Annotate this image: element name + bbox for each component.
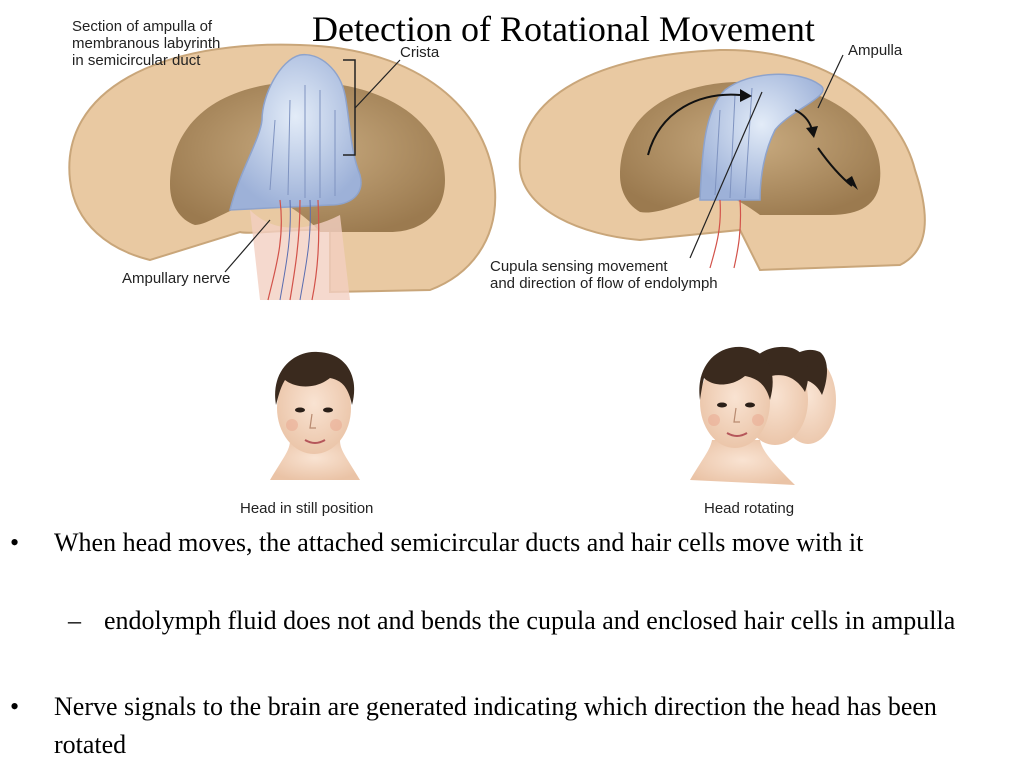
bullet-text: Nerve signals to the brain are generated… [54,692,937,759]
label-section-of-ampulla: Section of ampulla of membranous labyrin… [72,18,221,69]
label-head-rotating: Head rotating [704,500,795,517]
bullet-marker: • [10,528,20,557]
head-still-illustration [270,351,360,480]
bullet-text: When head moves, the attached semicircul… [54,528,864,557]
label-cupula: Cupula sensing movement and direction of… [490,258,718,292]
slide-title: Detection of Rotational Movement [312,9,815,49]
bullet-marker: • [10,692,20,721]
label-ampullary-nerve: Ampullary nerve [122,270,231,287]
right-ampulla [518,48,926,272]
head-rotating-illustration [690,346,836,485]
sub-bullet-text: endolymph fluid does not and bends the c… [104,606,956,635]
label-ampulla: Ampulla [848,42,903,59]
dash-marker: – [68,606,81,635]
label-head-still: Head in still position [240,500,374,517]
ampulla-illustration [68,43,926,485]
left-ampulla [68,43,497,301]
label-crista: Crista [400,44,440,61]
